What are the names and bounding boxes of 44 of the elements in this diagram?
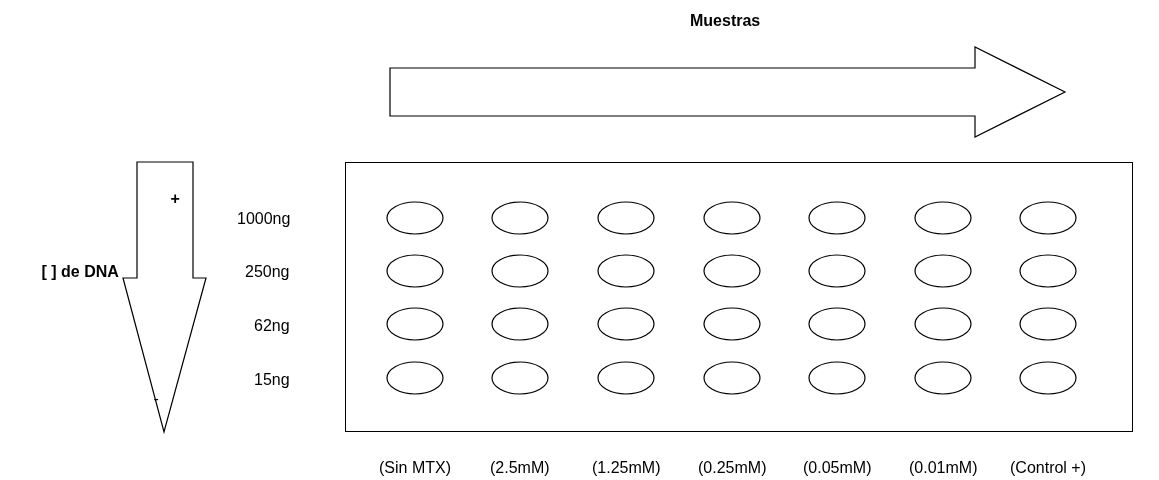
- sample-well: [808, 361, 866, 395]
- sample-well: [703, 201, 761, 235]
- row-label: 250ng: [245, 263, 290, 281]
- sample-well: [914, 254, 972, 288]
- sample-well: [597, 307, 655, 341]
- column-label: (Sin MTX): [379, 459, 451, 477]
- sample-well: [808, 201, 866, 235]
- row-label: 1000ng: [237, 210, 291, 228]
- column-label: (2.5mM): [490, 459, 550, 477]
- row-label: 15ng: [254, 371, 290, 389]
- sample-well: [491, 361, 549, 395]
- sample-well: [1019, 361, 1077, 395]
- sample-well: [1019, 254, 1077, 288]
- sample-well: [703, 254, 761, 288]
- sample-well: [491, 307, 549, 341]
- sample-well: [597, 361, 655, 395]
- column-label: (Control +): [1010, 459, 1087, 477]
- sample-well: [386, 307, 444, 341]
- sample-well: [1019, 201, 1077, 235]
- sample-well: [386, 361, 444, 395]
- column-label: (1.25mM): [592, 459, 661, 477]
- sample-well: [491, 201, 549, 235]
- polarity-sign: +: [170, 190, 180, 208]
- gel-plate: [345, 162, 1133, 432]
- sample-well: [808, 307, 866, 341]
- sample-well: [914, 201, 972, 235]
- sample-well: [386, 254, 444, 288]
- sample-well: [808, 254, 866, 288]
- axis-title: [ ] de DNA: [41, 263, 119, 281]
- axis-title: Muestras: [690, 12, 761, 30]
- sample-well: [597, 201, 655, 235]
- column-label: (0.05mM): [803, 459, 872, 477]
- sample-well: [914, 361, 972, 395]
- column-label: (0.01mM): [909, 459, 978, 477]
- sample-well: [1019, 307, 1077, 341]
- sample-well: [386, 201, 444, 235]
- column-label: (0.25mM): [698, 459, 767, 477]
- polarity-sign: -: [153, 390, 159, 408]
- sample-well: [703, 307, 761, 341]
- sample-well: [914, 307, 972, 341]
- sample-well: [491, 254, 549, 288]
- row-label: 62ng: [254, 317, 290, 335]
- sample-well: [703, 361, 761, 395]
- sample-well: [597, 254, 655, 288]
